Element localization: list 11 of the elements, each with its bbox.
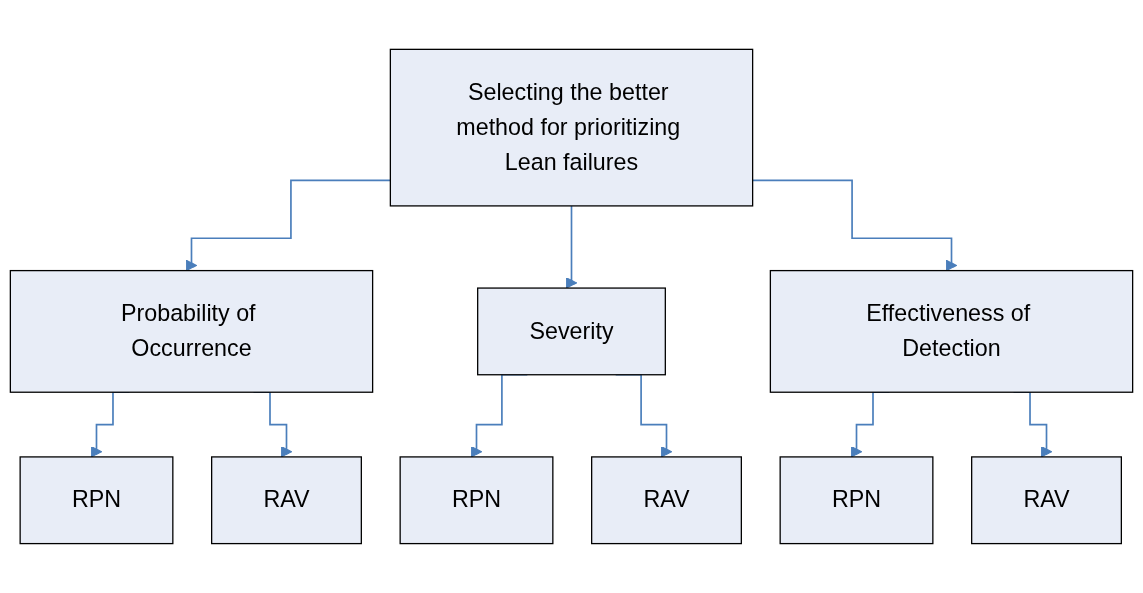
node-box: Effectiveness of Detection: [769, 269, 1134, 393]
node-box: RAV: [591, 456, 742, 545]
node-box: RAV: [971, 456, 1122, 545]
node-box: RPN: [399, 456, 554, 545]
node-box: Probability of Occurrence: [9, 269, 374, 393]
node-box: RPN: [779, 456, 934, 545]
node-box: Selecting the better method for prioritizing Lean failures: [389, 48, 754, 207]
node-box: RPN: [19, 456, 174, 545]
arrow: [565, 205, 578, 289]
node-box: Severity: [477, 287, 666, 376]
node-box: RAV: [211, 456, 362, 545]
